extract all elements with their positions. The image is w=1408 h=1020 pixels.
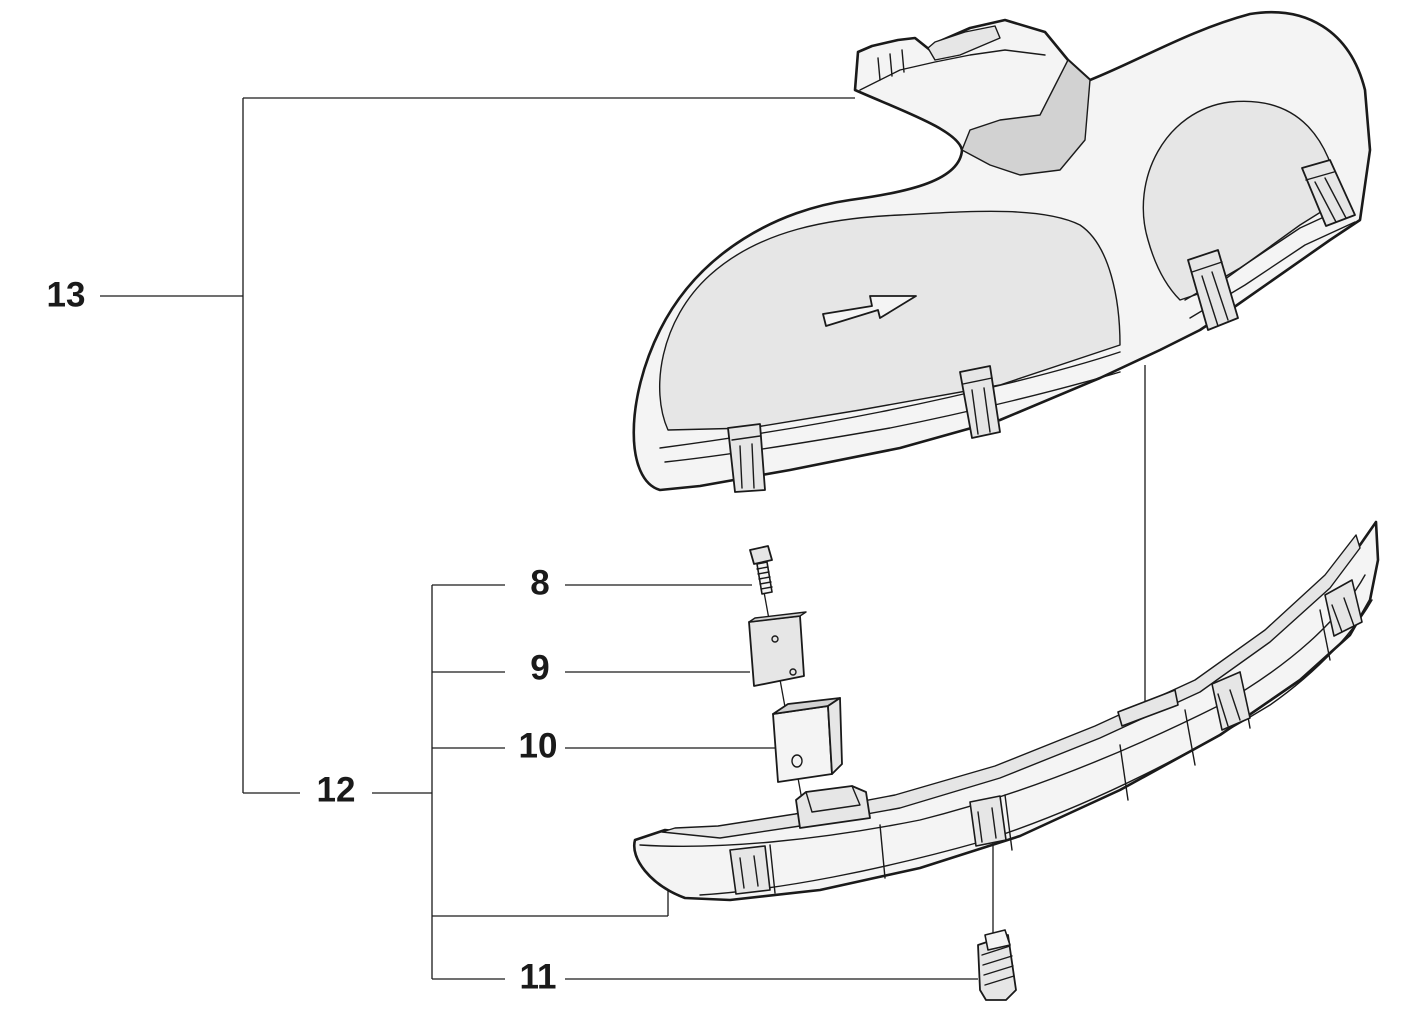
guard-rim-rail-1 [659, 351, 1121, 449]
guard-inner-surface [659, 210, 1121, 431]
clip-ridges [981, 945, 1015, 986]
screw-part-8 [749, 545, 773, 595]
block-front [772, 705, 833, 783]
plate-hole-2 [789, 668, 797, 676]
callout-8: 8 [530, 563, 549, 602]
rotation-arrow-icon [822, 295, 917, 327]
clip-part-11 [977, 929, 1017, 1001]
callout-11: 11 [520, 957, 557, 996]
guard-right-recess [1142, 100, 1341, 301]
trimmer-guard-upper [632, 10, 1372, 493]
guard-mount-block [961, 59, 1091, 176]
guard-mount-tab [927, 25, 1001, 61]
plate-part-9 [748, 611, 807, 687]
guard-tab-2 [959, 365, 1001, 439]
screw-threads [756, 566, 773, 590]
block-side [827, 697, 843, 775]
guard-tab-3 [1187, 249, 1239, 331]
plate-edge [748, 611, 807, 623]
clip-tab [984, 929, 1011, 951]
guard-tab-1 [727, 423, 766, 493]
callout-9: 9 [530, 648, 549, 687]
guard-clip-tabs [727, 159, 1356, 493]
skid-slot [1117, 689, 1179, 727]
plate-face [748, 615, 805, 687]
skid-face-line-2 [699, 599, 1373, 896]
callout-13: 13 [47, 275, 86, 314]
skid-clip-tabs [729, 579, 1363, 895]
callout-12: 12 [317, 770, 356, 809]
screw-head [749, 545, 773, 565]
skid-face-line-1 [639, 574, 1366, 847]
plate-hole-1 [771, 635, 779, 643]
leader-lines [100, 97, 1146, 980]
guard-mount-slots [877, 49, 905, 81]
callout-labels: 13 12 8 9 10 11 [47, 275, 558, 996]
guard-extension-skid [632, 520, 1380, 902]
callout-10: 10 [519, 726, 558, 765]
guard-rim-rail-2 [664, 371, 1121, 463]
skid-segment-dividers [769, 609, 1331, 894]
block-part-10 [772, 697, 843, 783]
guard-mount-ridge [859, 49, 1046, 91]
block-hole [791, 754, 803, 768]
skid-body [632, 520, 1380, 902]
